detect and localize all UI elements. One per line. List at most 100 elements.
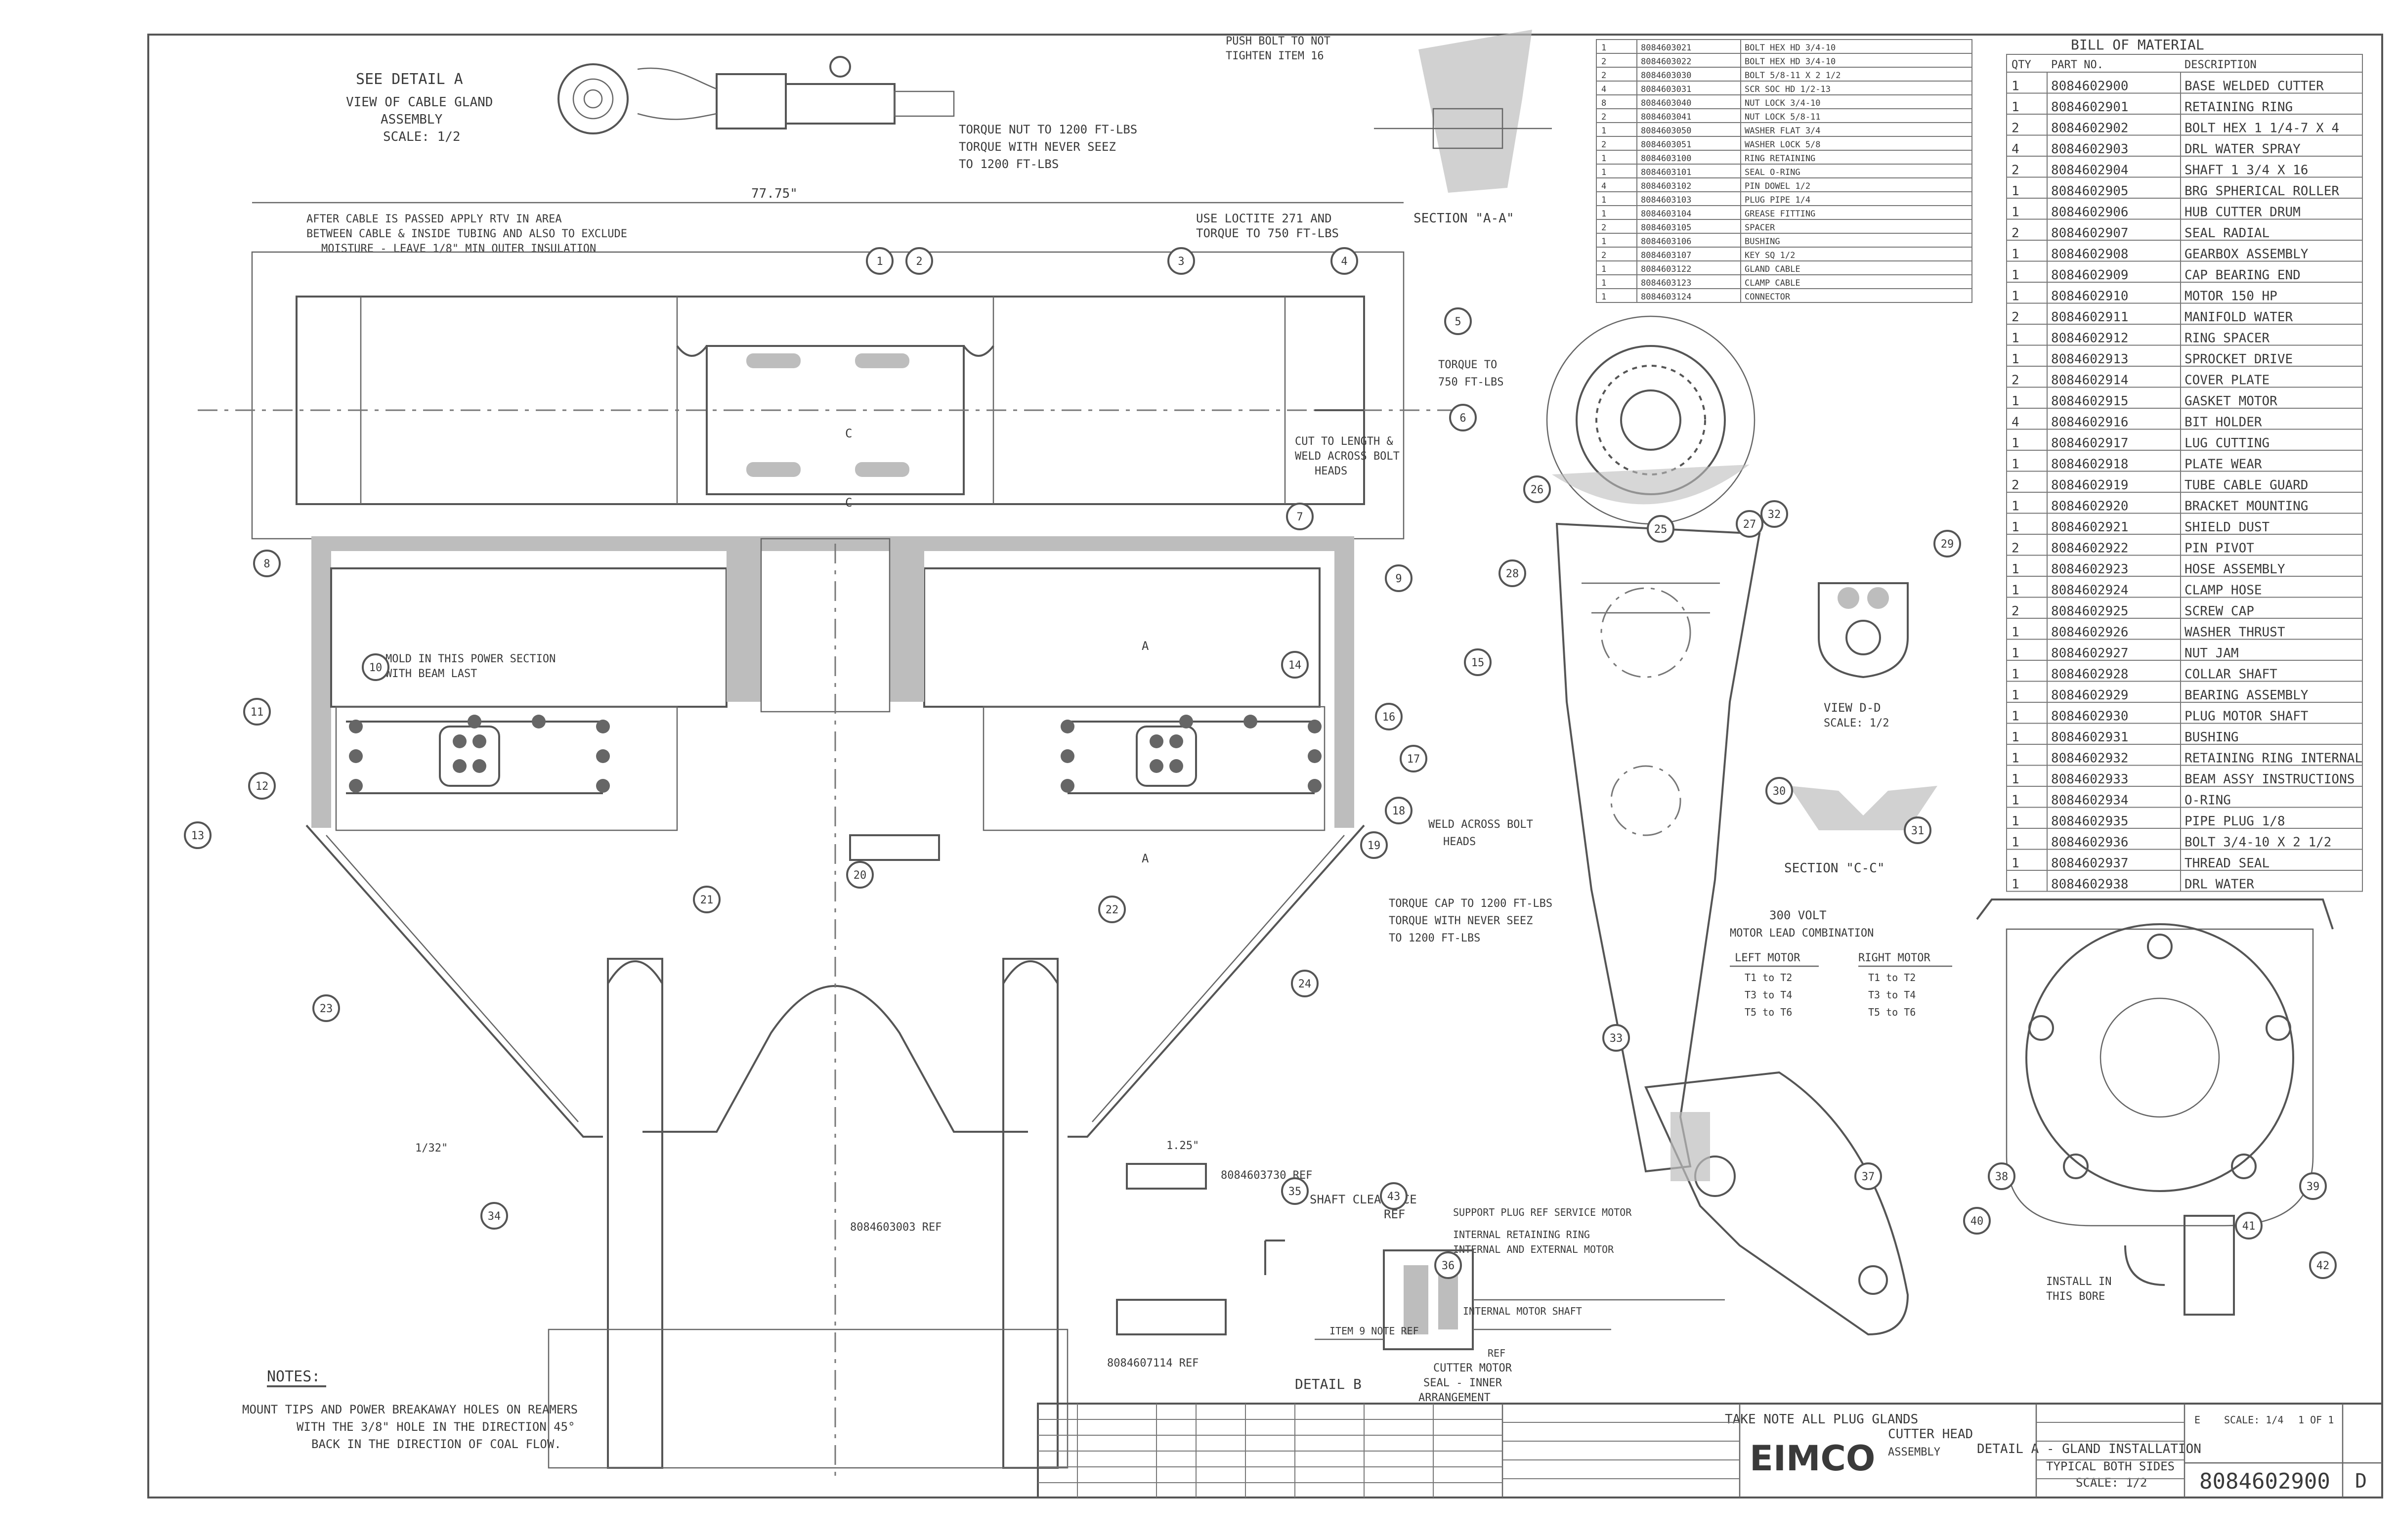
item-bubble-label-43: 43 bbox=[1387, 1191, 1401, 1203]
bom-right-row-7-col-2: 8084602906 bbox=[2051, 205, 2129, 220]
item-bubble-2 bbox=[905, 247, 933, 275]
bom-right-row-4-col-1: 4 bbox=[2012, 142, 2019, 157]
item-bubble-31 bbox=[1904, 816, 1931, 844]
bom-left-row-3-col-2: 8084603030 bbox=[1641, 71, 1691, 81]
item-bubble-6 bbox=[1449, 404, 1477, 431]
item-bubble-37 bbox=[1854, 1162, 1882, 1190]
bom-left-row-14-col-2: 8084603105 bbox=[1641, 223, 1691, 233]
after-cable-line2: BETWEEN CABLE & INSIDE TUBING AND ALSO T… bbox=[306, 228, 627, 240]
item-bubble-11 bbox=[243, 698, 271, 726]
bom-right-row-34-col-3: BEAM ASSY INSTRUCTIONS bbox=[2184, 772, 2355, 787]
weld-heads-line2: HEADS bbox=[1443, 836, 1476, 848]
bom-left-row-16-col-3: KEY SQ 1/2 bbox=[1745, 251, 1795, 260]
bom-right-row-10-col-1: 1 bbox=[2012, 268, 2019, 283]
item-bubble-label-26: 26 bbox=[1531, 484, 1544, 496]
detail-b-line1: DETAIL B bbox=[1295, 1376, 1362, 1392]
bom-right-row-38-col-3: THREAD SEAL bbox=[2184, 856, 2270, 871]
item-bubble-30 bbox=[1765, 777, 1793, 805]
bom-left-row-16-col-1: 2 bbox=[1601, 251, 1606, 260]
bom-right-row-9-col-3: GEARBOX ASSEMBLY bbox=[2184, 247, 2309, 262]
bom-right-row-15-col-2: 8084602914 bbox=[2051, 373, 2129, 388]
bom-left-row-19-col-3: CONNECTOR bbox=[1745, 292, 1791, 302]
install-in-line2: THIS BORE bbox=[2046, 1290, 2105, 1303]
bom-right-row-29-col-1: 1 bbox=[2012, 667, 2019, 682]
motor-table-title-2: MOTOR LEAD COMBINATION bbox=[1730, 927, 1874, 940]
bom-right-row-39-col-1: 1 bbox=[2012, 877, 2019, 892]
bom-right-row-27-col-1: 1 bbox=[2012, 625, 2019, 640]
bom-right-row-26-col-1: 2 bbox=[2012, 604, 2019, 619]
item-bubble-22 bbox=[1098, 896, 1126, 923]
cut-length-line3: HEADS bbox=[1315, 465, 1347, 477]
bom-left-row-7-col-3: WASHER FLAT 3/4 bbox=[1745, 126, 1821, 136]
bom-left-row-12-col-1: 1 bbox=[1601, 195, 1606, 205]
item-bubble-label-22: 22 bbox=[1106, 904, 1119, 916]
bom-right-row-30-col-1: 1 bbox=[2012, 688, 2019, 703]
take-note: TAKE NOTE ALL PLUG GLANDS bbox=[1725, 1412, 1918, 1427]
bom-left-row-17-col-1: 1 bbox=[1601, 264, 1606, 274]
drawing-number: 8084602900 bbox=[2199, 1469, 2330, 1494]
item-bubble-label-20: 20 bbox=[854, 869, 867, 882]
bom-right-row-9-col-2: 8084602908 bbox=[2051, 247, 2129, 262]
item-bubble-20 bbox=[846, 861, 874, 889]
bolt-pattern bbox=[349, 715, 1322, 793]
item-bubble-label-37: 37 bbox=[1862, 1171, 1875, 1183]
bom-right-row-27-col-2: 8084602926 bbox=[2051, 625, 2129, 640]
item-bubble-12 bbox=[248, 772, 276, 800]
section-aa-drawing bbox=[1374, 30, 1552, 193]
bom-left-row-2-col-1: 2 bbox=[1601, 57, 1606, 67]
bom-right-row-35-col-1: 1 bbox=[2012, 793, 2019, 808]
mold-in-line1: MOLD IN THIS POWER SECTION bbox=[385, 653, 556, 665]
item-bubble-27 bbox=[1736, 510, 1763, 538]
motor-row-2-left: T3 to T4 bbox=[1745, 989, 1792, 1001]
bom-left-row-18-col-3: CLAMP CABLE bbox=[1745, 278, 1800, 288]
bom-right-row-35-col-3: O-RING bbox=[2184, 793, 2231, 808]
bom-left-row-6-col-1: 2 bbox=[1601, 112, 1606, 122]
bom-left-row-18-col-1: 1 bbox=[1601, 278, 1606, 288]
item-bubble-3 bbox=[1167, 247, 1195, 275]
bom-right-row-3-col-2: 8084602902 bbox=[2051, 121, 2129, 136]
detail-a-bottom-line1: DETAIL A - GLAND INSTALLATION bbox=[1977, 1442, 2201, 1456]
item-bubble-label-5: 5 bbox=[1455, 316, 1461, 328]
bom-right-row-20-col-2: 8084602919 bbox=[2051, 478, 2129, 493]
bom-right-row-17-col-3: BIT HOLDER bbox=[2184, 415, 2262, 430]
drawing-sheet: 1 OF 1 bbox=[2298, 1414, 2334, 1426]
push-bolt-line1: PUSH BOLT TO NOT bbox=[1226, 35, 1330, 47]
bom-right-row-22-col-1: 1 bbox=[2012, 520, 2019, 535]
item-bubble-9 bbox=[1385, 564, 1413, 592]
bom-left-row-2-col-2: 8084603022 bbox=[1641, 57, 1691, 67]
item-bubble-18 bbox=[1385, 797, 1413, 824]
detail-a-top-view bbox=[557, 56, 955, 134]
bom-right-row-21-col-1: 1 bbox=[2012, 499, 2019, 514]
revision: D bbox=[2355, 1470, 2367, 1493]
motor-row-1-left: T1 to T2 bbox=[1745, 972, 1792, 984]
bom-right-row-18-col-3: LUG CUTTING bbox=[2184, 436, 2270, 451]
bom-right-row-36-col-1: 1 bbox=[2012, 814, 2019, 829]
torque-1200-mid-line2: TORQUE WITH NEVER SEEZ bbox=[1389, 915, 1533, 927]
item-bubble-label-33: 33 bbox=[1610, 1032, 1623, 1045]
detail-b-line3: SEAL - INNER bbox=[1423, 1377, 1502, 1389]
torque-750-line1: TORQUE TO bbox=[1438, 359, 1497, 371]
bom-right-row-16-col-2: 8084602915 bbox=[2051, 394, 2129, 409]
bom-left-row-15-col-3: BUSHING bbox=[1745, 237, 1780, 247]
weld-heads-line1: WELD ACROSS BOLT bbox=[1428, 818, 1533, 831]
item-bubble-13 bbox=[184, 821, 212, 849]
detail-a-bottom-line3: SCALE: 1/2 bbox=[2076, 1476, 2147, 1490]
bom-title: BILL OF MATERIAL bbox=[2071, 37, 2204, 53]
view-dd-line1: VIEW D-D bbox=[1824, 701, 1881, 715]
gap-dim: 1/32" bbox=[415, 1142, 448, 1155]
item-bubble-label-3: 3 bbox=[1178, 256, 1184, 268]
bom-right-row-25-col-2: 8084602924 bbox=[2051, 583, 2129, 598]
bom-left-row-6-col-3: NUT LOCK 5/8-11 bbox=[1745, 112, 1821, 122]
bom-right-row-14-col-1: 1 bbox=[2012, 352, 2019, 367]
bom-left-row-3-col-3: BOLT 5/8-11 X 2 1/2 bbox=[1745, 71, 1841, 81]
bom-right-row-19-col-2: 8084602918 bbox=[2051, 457, 2129, 472]
bom-right-row-38-col-1: 1 bbox=[2012, 856, 2019, 871]
bom-left-row-7-col-1: 1 bbox=[1601, 126, 1606, 136]
bom-right-row-29-col-2: 8084602928 bbox=[2051, 667, 2129, 682]
bom-right-row-24-col-1: 1 bbox=[2012, 562, 2019, 577]
detail-a-bottom-line2: TYPICAL BOTH SIDES bbox=[2046, 1459, 2175, 1473]
item-bubble-label-29: 29 bbox=[1941, 538, 1954, 551]
item-bubble-7 bbox=[1286, 503, 1314, 530]
item-bubble-40 bbox=[1963, 1207, 1991, 1235]
